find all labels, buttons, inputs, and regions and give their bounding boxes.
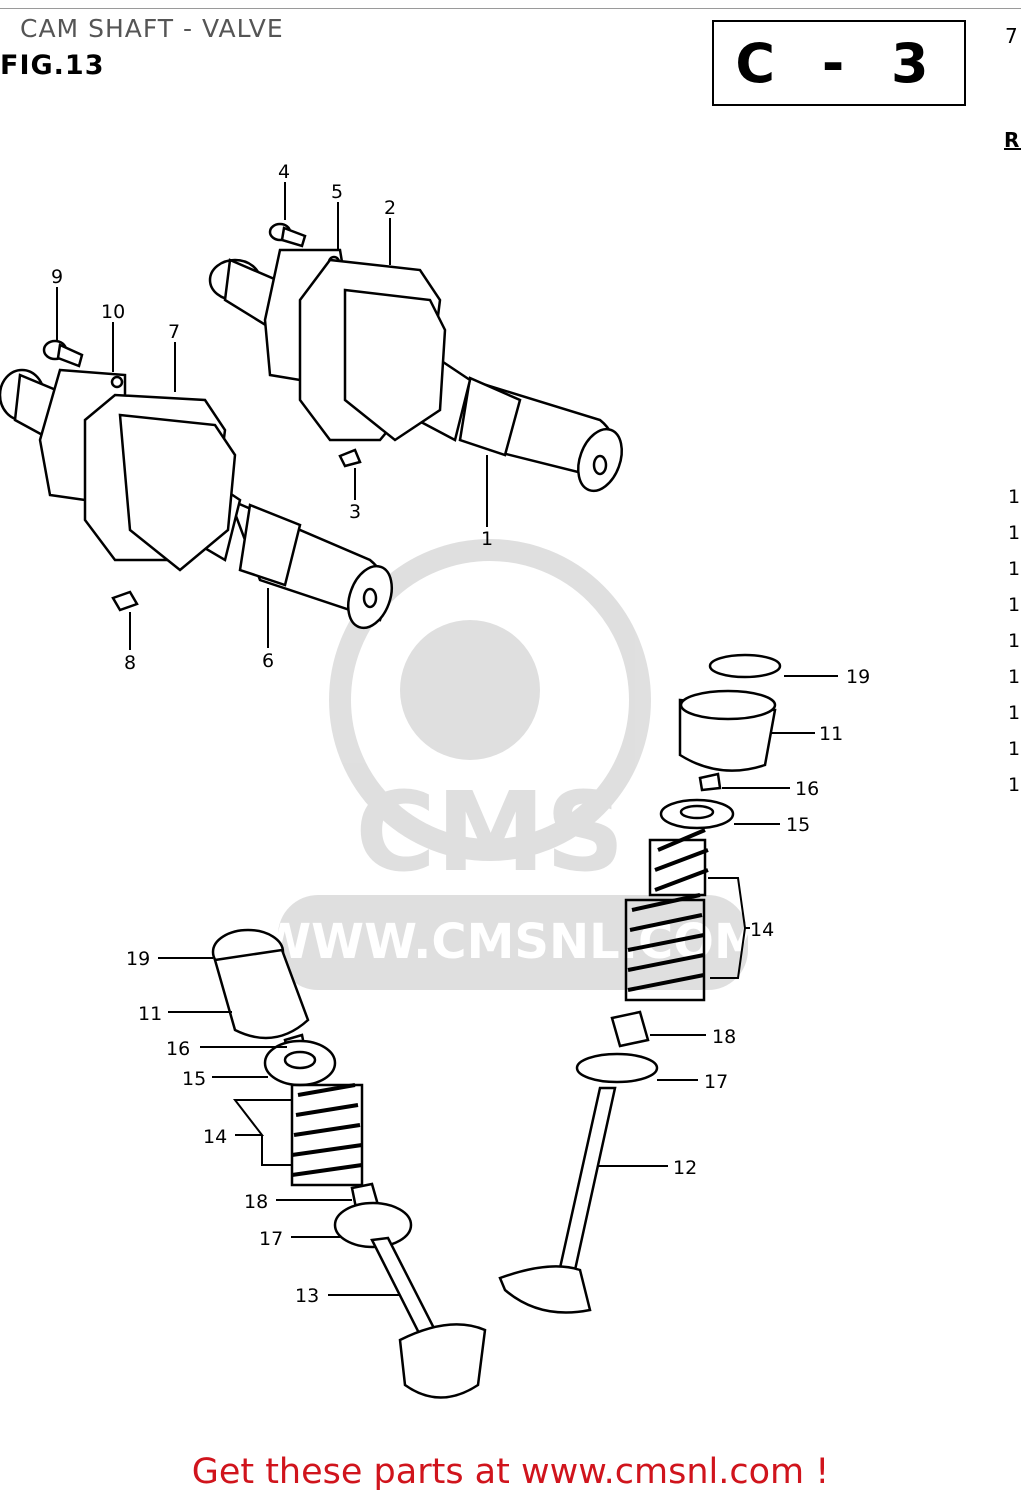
margin-ref: 1 (1008, 522, 1021, 544)
callout-9: 9 (51, 266, 63, 288)
callout-16: 16 (166, 1038, 190, 1060)
margin-ref: 1 (1008, 774, 1021, 796)
callout-labels: 4 5 2 9 10 7 3 1 8 6 19 11 16 15 14 18 1… (51, 161, 870, 1307)
camshaft-2 (0, 368, 393, 630)
camshaft-1 (208, 248, 623, 493)
margin-ref: 1 (1008, 666, 1021, 688)
watermark-url: WWW.CMSNL.COM (258, 914, 762, 970)
callout-18: 18 (712, 1026, 736, 1048)
margin-page-number: 7 (1005, 24, 1018, 48)
callout-2: 2 (384, 197, 396, 219)
top-rule (0, 8, 1021, 9)
callout-13: 13 (295, 1285, 319, 1307)
callout-11: 11 (819, 723, 843, 745)
dowel-pin-8 (111, 590, 139, 612)
callout-16: 16 (795, 778, 819, 800)
callout-12: 12 (673, 1157, 697, 1179)
figure-label: FIG.13 (0, 50, 105, 81)
callout-17: 17 (259, 1228, 283, 1250)
callout-7: 7 (168, 321, 180, 343)
footer-cta-link[interactable]: Get these parts at www.cmsnl.com ! (191, 1452, 830, 1492)
callout-18: 18 (244, 1191, 268, 1213)
callout-5: 5 (331, 181, 343, 203)
callout-6: 6 (262, 650, 274, 672)
valve-assembly-right (498, 653, 782, 1314)
callout-14: 14 (750, 919, 774, 941)
callout-11: 11 (138, 1003, 162, 1025)
callout-19: 19 (126, 948, 150, 970)
watermark-brand: CMS (355, 768, 624, 896)
callout-1: 1 (481, 528, 493, 550)
callout-15: 15 (182, 1068, 206, 1090)
callout-14: 14 (203, 1126, 227, 1148)
margin-ref: 1 (1008, 558, 1021, 580)
cms-watermark: CMS WWW.CMSNL.COM (258, 539, 762, 990)
callout-10: 10 (101, 301, 125, 323)
dowel-pin-3 (338, 448, 362, 468)
margin-ref: 1 (1008, 738, 1021, 760)
margin-heading: RI (1004, 128, 1021, 152)
callout-19: 19 (846, 666, 870, 688)
valve-assembly-left (211, 928, 487, 1399)
bolt-4 (268, 222, 307, 248)
callout-15: 15 (786, 814, 810, 836)
callout-17: 17 (704, 1071, 728, 1093)
bolt-9 (42, 339, 84, 368)
margin-ref: 1 (1008, 594, 1021, 616)
margin-ref: 1 (1008, 702, 1021, 724)
margin-ref: 1 (1008, 630, 1021, 652)
callout-4: 4 (278, 161, 290, 183)
margin-ref: 1 (1008, 486, 1021, 508)
callout-8: 8 (124, 652, 136, 674)
section-code-box: C - 3 (712, 20, 966, 106)
page-title: CAM SHAFT - VALVE (20, 14, 284, 43)
leader-lines (56, 182, 838, 1296)
callout-3: 3 (349, 501, 361, 523)
